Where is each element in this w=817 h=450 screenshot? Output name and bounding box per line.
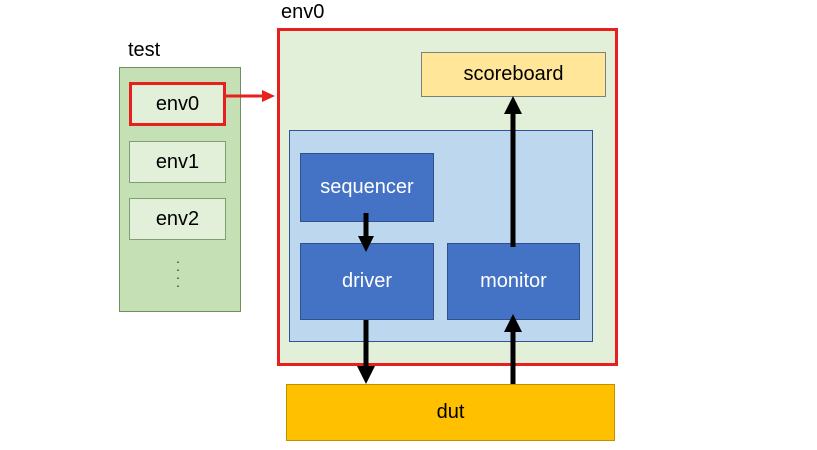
sequencer-block[interactable]: sequencer	[300, 153, 434, 222]
more-envs-ellipsis: ····	[175, 253, 181, 293]
sequencer-to-driver-arrow	[358, 213, 374, 252]
env0-title: env0	[281, 1, 325, 23]
driver-block[interactable]: driver	[300, 243, 434, 320]
monitor-block[interactable]: monitor	[447, 243, 580, 320]
test-env1-item[interactable]: env1	[129, 141, 226, 183]
env0-expand-arrow	[226, 90, 275, 102]
dut-block[interactable]: dut	[286, 384, 615, 441]
test-env2-item[interactable]: env2	[129, 198, 226, 240]
monitor-to-scoreboard-arrow	[504, 96, 522, 247]
dut-to-monitor-arrow	[504, 314, 522, 384]
scoreboard-block[interactable]: scoreboard	[421, 52, 606, 97]
test-env0-item[interactable]: env0	[129, 82, 226, 126]
driver-to-dut-arrow	[357, 320, 375, 384]
test-title: test	[128, 39, 161, 61]
